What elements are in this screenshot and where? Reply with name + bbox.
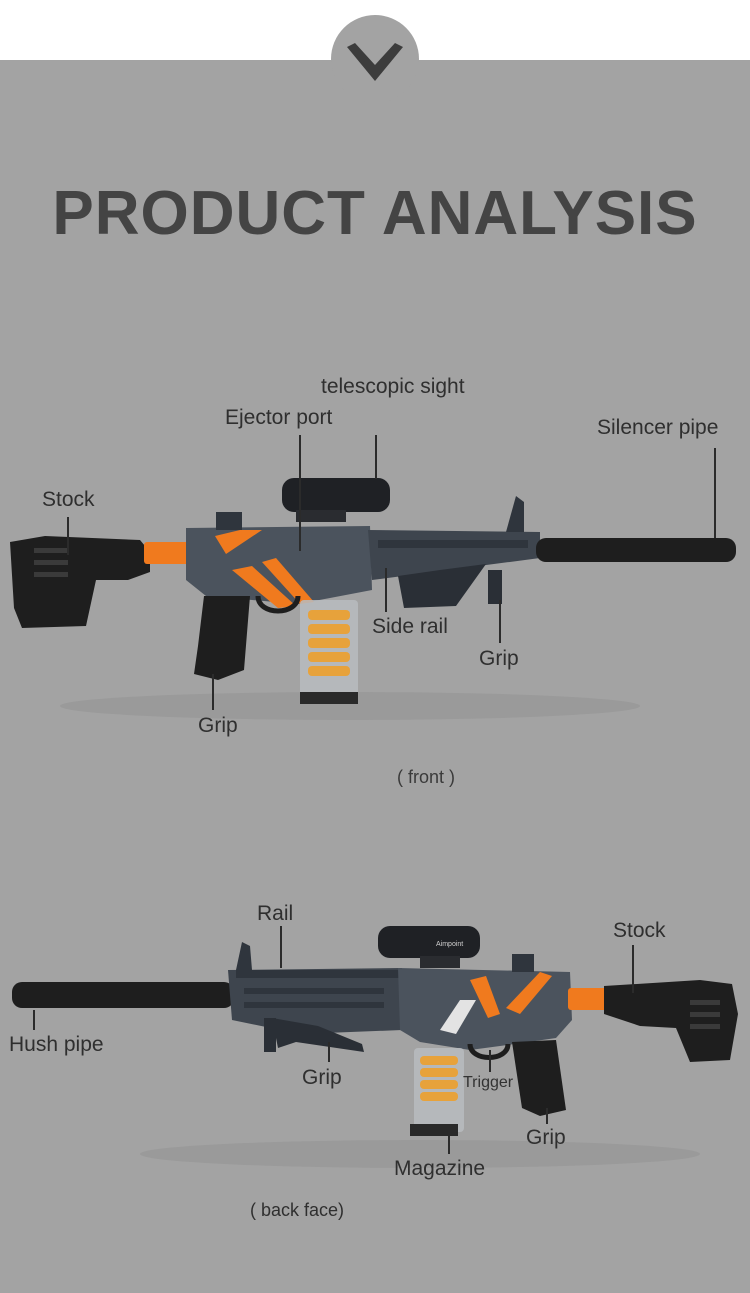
label-rail: Rail: [257, 902, 294, 925]
leader-stock-front: [67, 517, 69, 555]
label-grip-fore-front: Grip: [479, 647, 519, 670]
leader-ejector-port: [299, 435, 301, 551]
label-stock-front: Stock: [42, 488, 95, 511]
leader-hush-pipe: [33, 1010, 35, 1030]
label-grip-fore-back: Grip: [302, 1066, 342, 1089]
leader-grip-fore-front: [499, 600, 501, 643]
label-silencer-pipe: Silencer pipe: [597, 416, 719, 439]
leader-trigger: [489, 1050, 491, 1072]
leader-grip-rear-front: [212, 674, 214, 710]
scroll-down-tab[interactable]: [331, 15, 419, 103]
leader-magazine: [448, 1130, 450, 1154]
label-ejector-port: Ejector port: [225, 406, 333, 429]
leader-stock-back: [632, 945, 634, 993]
label-trigger: Trigger: [463, 1074, 514, 1091]
leader-telescopic-sight: [375, 435, 377, 479]
label-hush-pipe: Hush pipe: [9, 1033, 104, 1056]
caption-front: ( front ): [397, 767, 456, 787]
leader-rail: [280, 926, 282, 968]
label-stock-back: Stock: [613, 919, 666, 942]
chevron-down-icon: [347, 43, 403, 81]
label-side-rail: Side rail: [372, 615, 448, 638]
leader-grip-fore-back: [328, 1042, 330, 1062]
leader-side-rail: [385, 568, 387, 612]
gun-back-image: Aimpoint: [12, 926, 738, 1168]
caption-back-face: ( back face): [250, 1200, 345, 1220]
gun-front-image: [10, 478, 736, 720]
label-telescopic-sight: telescopic sight: [321, 375, 465, 398]
label-magazine: Magazine: [394, 1157, 486, 1180]
leader-grip-rear-back: [546, 1108, 548, 1124]
page-title: PRODUCT ANALYSIS: [52, 179, 698, 248]
leader-silencer-pipe: [714, 448, 716, 538]
label-grip-rear-front: Grip: [198, 714, 238, 737]
label-grip-rear-back: Grip: [526, 1126, 566, 1149]
scope-brand-text: Aimpoint: [436, 941, 463, 948]
